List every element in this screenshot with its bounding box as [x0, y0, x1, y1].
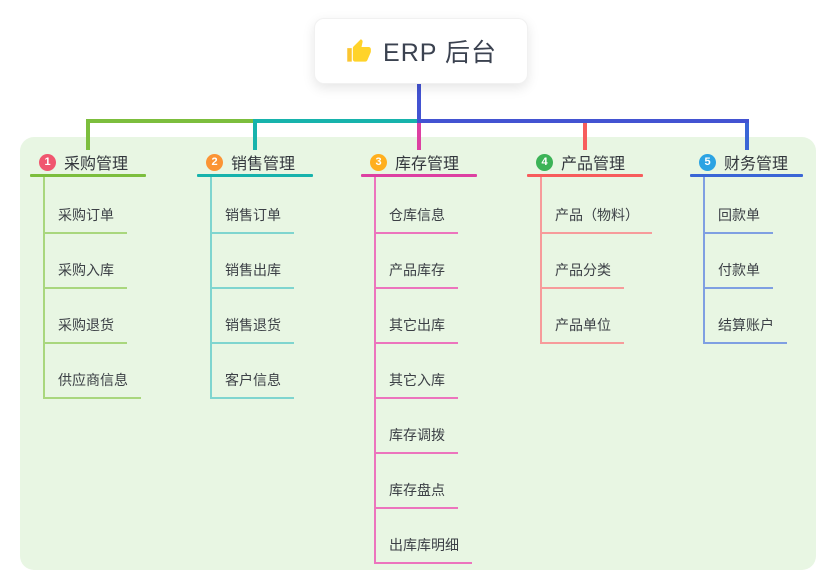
child-node-2-2[interactable]: 销售出库: [210, 260, 294, 289]
branch-header-2[interactable]: 2 销售管理: [206, 151, 295, 173]
connector-root-stem: [417, 82, 421, 123]
child-spine-branch-5: [703, 177, 705, 342]
branch-number-badge-2: 2: [206, 153, 223, 171]
child-node-2-4[interactable]: 客户信息: [210, 370, 294, 399]
child-node-4-3[interactable]: 产品单位: [540, 315, 624, 344]
root-node-erp[interactable]: ERP 后台: [314, 18, 528, 84]
child-node-4-1[interactable]: 产品（物料）: [540, 205, 652, 234]
branch-title-5: 财务管理: [724, 156, 789, 173]
branch-underline-3: [361, 174, 477, 177]
child-node-2-3[interactable]: 销售退货: [210, 315, 294, 344]
connector-bus-left-green: [86, 119, 255, 123]
branch-title-2: 销售管理: [231, 156, 296, 173]
child-node-3-4[interactable]: 其它入库: [374, 370, 458, 399]
child-node-2-1[interactable]: 销售订单: [210, 205, 294, 234]
child-node-4-2[interactable]: 产品分类: [540, 260, 624, 289]
branch-title-3: 库存管理: [395, 156, 460, 173]
branch-underline-5: [690, 174, 803, 177]
child-node-3-6[interactable]: 库存盘点: [374, 480, 458, 509]
child-spine-branch-4: [540, 177, 542, 342]
child-node-5-1[interactable]: 回款单: [703, 205, 773, 234]
branch-underline-4: [527, 174, 643, 177]
connector-drop-branch-5: [745, 119, 749, 150]
child-node-1-3[interactable]: 采购退货: [43, 315, 127, 344]
root-node-label: ERP 后台: [383, 39, 497, 67]
child-node-3-1[interactable]: 仓库信息: [374, 205, 458, 234]
branch-underline-1: [30, 174, 146, 177]
child-node-3-7[interactable]: 出库库明细: [374, 535, 472, 564]
branch-header-1[interactable]: 1 采购管理: [39, 151, 128, 173]
branch-number-badge-5: 5: [699, 153, 716, 171]
child-node-1-1[interactable]: 采购订单: [43, 205, 127, 234]
branch-number-badge-3: 3: [370, 153, 387, 171]
child-node-5-2[interactable]: 付款单: [703, 260, 773, 289]
branch-title-4: 产品管理: [561, 156, 626, 173]
child-spine-branch-3: [374, 177, 376, 562]
branch-number-badge-4: 4: [536, 153, 553, 171]
child-node-3-5[interactable]: 库存调拨: [374, 425, 458, 454]
branch-header-4[interactable]: 4 产品管理: [536, 151, 625, 173]
connector-bus-right-blue: [417, 119, 749, 123]
child-node-3-3[interactable]: 其它出库: [374, 315, 458, 344]
branch-header-5[interactable]: 5 财务管理: [699, 151, 788, 173]
connector-drop-branch-2: [253, 119, 257, 150]
branch-number-badge-1: 1: [39, 153, 56, 171]
child-node-3-2[interactable]: 产品库存: [374, 260, 458, 289]
branch-title-1: 采购管理: [64, 156, 129, 173]
branch-header-3[interactable]: 3 库存管理: [370, 151, 459, 173]
branch-underline-2: [197, 174, 313, 177]
mindmap-background-panel: [20, 137, 816, 570]
connector-drop-branch-3: [417, 119, 421, 150]
connector-drop-branch-1: [86, 119, 90, 150]
connector-drop-branch-4: [583, 119, 587, 150]
connector-bus-left-teal: [253, 119, 419, 123]
child-node-5-3[interactable]: 结算账户: [703, 315, 787, 344]
thumbs-up-icon: [347, 38, 371, 62]
child-node-1-2[interactable]: 采购入库: [43, 260, 127, 289]
child-node-1-4[interactable]: 供应商信息: [43, 370, 141, 399]
